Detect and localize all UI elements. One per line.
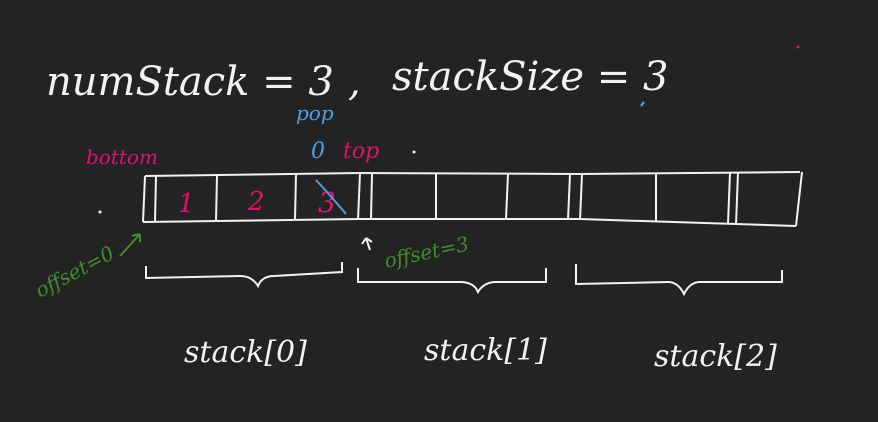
stack-size-label: stackSize = 3 bbox=[392, 54, 668, 100]
cell-divider bbox=[735, 171, 739, 226]
offset0-arrow bbox=[119, 233, 141, 257]
cell-divider bbox=[215, 174, 218, 222]
cell-divider bbox=[567, 173, 571, 221]
stack1-brace bbox=[357, 268, 547, 295]
pop-label: pop bbox=[296, 101, 334, 125]
stray-dot-white-2 bbox=[412, 150, 416, 154]
offset0-label: offset=0 bbox=[31, 241, 118, 303]
separator-comma: , bbox=[348, 59, 361, 105]
cell-divider bbox=[154, 175, 157, 223]
num-stack-label: numStack = 3 bbox=[46, 59, 334, 105]
cell-value: 2 bbox=[247, 187, 265, 217]
stack0-brace bbox=[145, 262, 343, 289]
popped-value: 0 bbox=[311, 139, 325, 164]
array-left-edge bbox=[142, 175, 146, 223]
stray-mark-blue bbox=[640, 101, 645, 107]
cell-divider bbox=[727, 172, 731, 225]
array-bottom-edge bbox=[142, 218, 797, 227]
bottom-label: bottom bbox=[86, 145, 158, 169]
offset3-label: offset=3 bbox=[382, 232, 471, 273]
stack-label: stack[2] bbox=[654, 339, 777, 374]
cell-value: 1 bbox=[178, 189, 195, 219]
stray-dot-pink bbox=[796, 45, 800, 49]
top-label: top bbox=[343, 139, 379, 164]
cell-value: 3 bbox=[318, 186, 336, 219]
array-right-edge bbox=[795, 171, 803, 227]
cell-divider bbox=[357, 172, 361, 221]
cell-divider bbox=[294, 173, 297, 221]
stack-label: stack[0] bbox=[184, 335, 307, 370]
cell-divider bbox=[505, 173, 509, 220]
cell-divider bbox=[370, 172, 373, 220]
offset3-arrow bbox=[361, 237, 373, 251]
cell-divider bbox=[579, 173, 583, 221]
stray-dot-white bbox=[98, 210, 102, 214]
pop-strike-mark bbox=[315, 179, 347, 215]
stack2-brace bbox=[575, 264, 783, 297]
stack-label: stack[1] bbox=[424, 333, 547, 368]
array-top-edge bbox=[144, 171, 801, 177]
